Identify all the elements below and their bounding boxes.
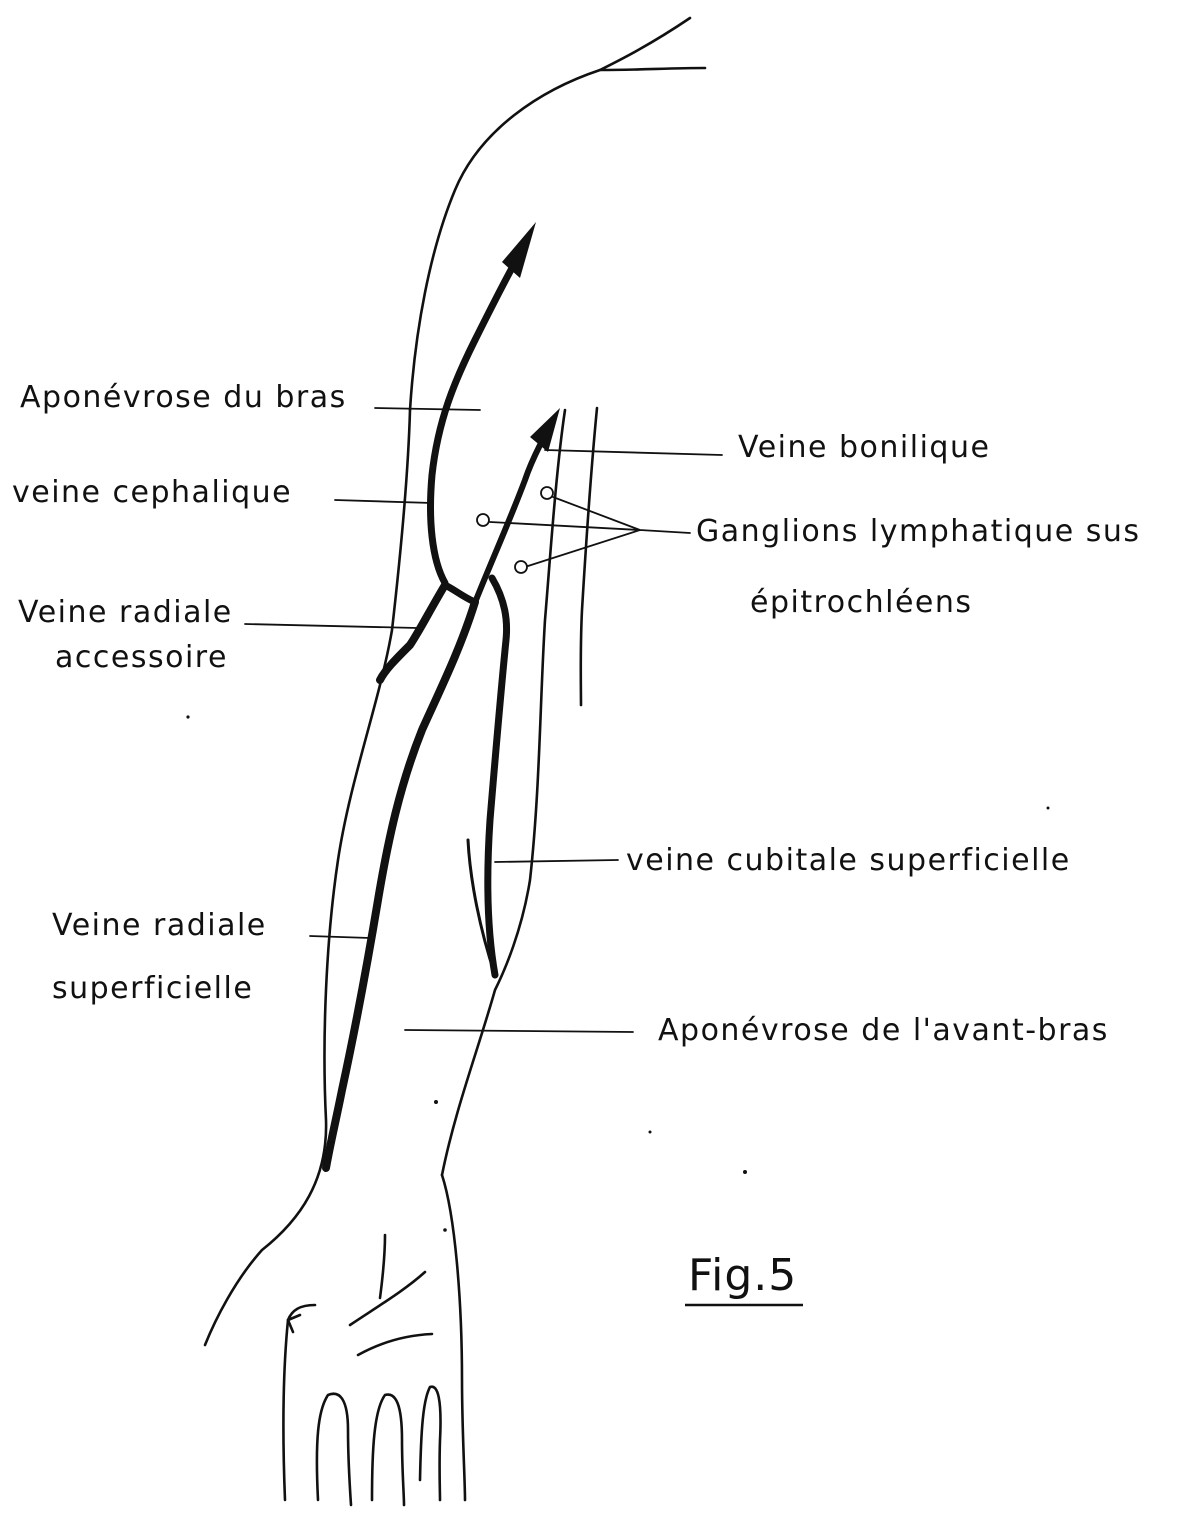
label-veine-basilique: Veine bonilique — [738, 430, 990, 465]
palm-crease-1 — [350, 1272, 425, 1325]
label-veine-radiale-accessoire-1: Veine radiale — [18, 595, 233, 630]
palm-crease-2 — [358, 1334, 432, 1355]
figure-title-group: Fig.5 — [685, 1250, 803, 1305]
label-veine-cephalique: veine cephalique — [12, 475, 292, 510]
leader-veine-basilique — [545, 450, 722, 455]
basilic-vein-arrowhead — [530, 408, 560, 452]
leader-veine-radiale-superficielle — [310, 936, 370, 938]
superficial-ulnar-vein — [488, 578, 507, 975]
finger-3 — [420, 1387, 441, 1500]
veins — [326, 222, 560, 1168]
leader-veine-cephalique — [335, 500, 432, 503]
superficial-radial-vein — [326, 602, 475, 1168]
accessory-radial-vein — [380, 585, 445, 680]
label-aponevrose-avant-bras: Aponévrose de l'avant-bras — [658, 1013, 1109, 1048]
label-ganglions-1: Ganglions lymphatique sus — [696, 514, 1141, 549]
finger-2 — [372, 1395, 404, 1505]
label-veine-radiale-superficielle-2: superficielle — [52, 971, 253, 1006]
medial-arm-contour — [581, 408, 597, 705]
palm-crease-3 — [380, 1235, 385, 1298]
thumb-contour — [283, 1305, 315, 1500]
lymph-node-3 — [515, 561, 527, 573]
label-veine-cubitale: veine cubitale superficielle — [626, 843, 1071, 878]
cephalic-vein-arrowhead — [502, 222, 536, 278]
leader-aponevrose-bras — [375, 408, 480, 410]
figure-title: Fig.5 — [688, 1250, 797, 1301]
shoulder-contour — [600, 18, 705, 70]
label-aponevrose-bras: Aponévrose du bras — [20, 380, 347, 415]
label-veine-radiale-accessoire-2: accessoire — [55, 640, 228, 675]
leader-aponevrose-avant-bras — [405, 1030, 633, 1032]
finger-1 — [317, 1394, 351, 1505]
median-vein-junction — [445, 585, 475, 602]
labels: Aponévrose du bras veine cephalique Vein… — [12, 380, 1141, 1048]
wrist-medial-contour — [442, 1175, 465, 1500]
shoulder-upper-curve — [410, 70, 600, 410]
lymph-node-2 — [477, 514, 489, 526]
leader-veine-cubitale — [495, 860, 618, 862]
label-ganglions-2: épitrochléens — [750, 585, 973, 620]
scan-specks — [186, 715, 1049, 1231]
lymph-node-1 — [541, 487, 553, 499]
label-veine-radiale-superficielle-1: Veine radiale — [52, 908, 267, 943]
arm-outline — [205, 18, 705, 1505]
